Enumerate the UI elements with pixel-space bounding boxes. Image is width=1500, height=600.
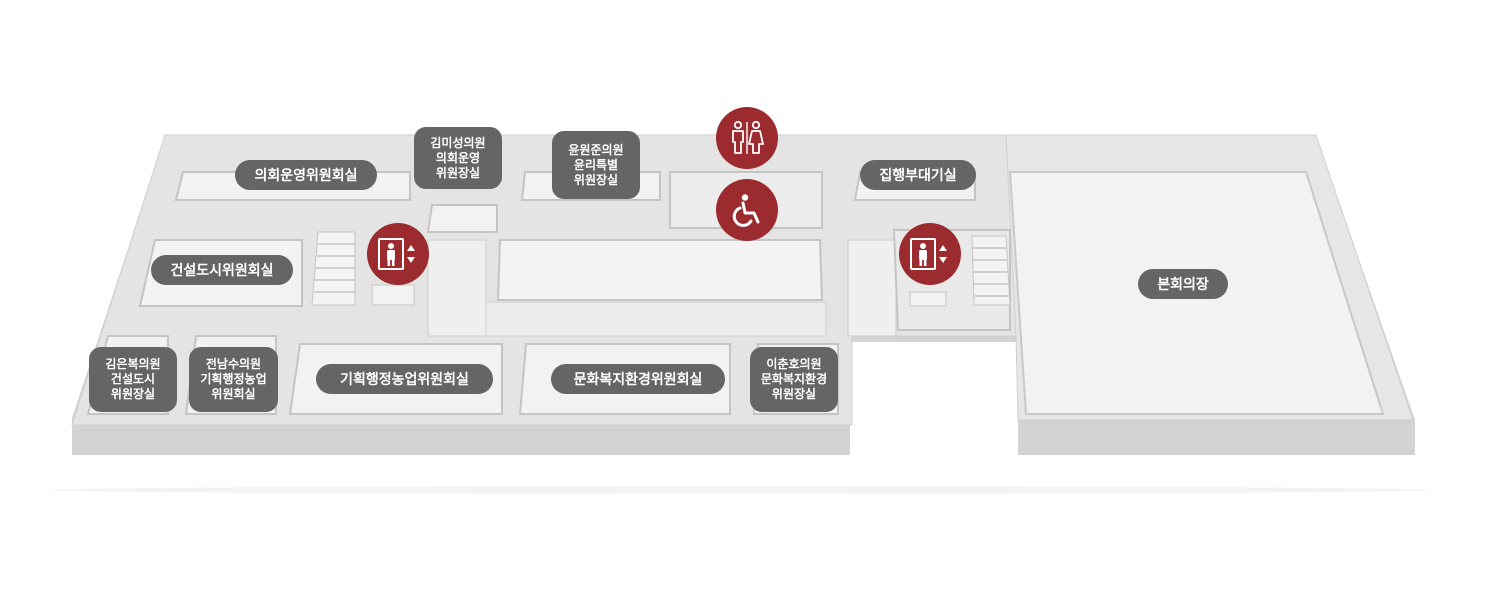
label-yoon-wonjun-office[interactable]: 윤원준의원 윤리특별 위원장실	[552, 131, 640, 199]
elevator-icon	[378, 238, 415, 270]
label-lee-chunho-office[interactable]: 이춘호의원 문화복지환경 위원장실	[750, 347, 838, 412]
label-culture-welfare-env-committee[interactable]: 문화복지환경위원회실	[551, 364, 725, 394]
central-block	[496, 239, 824, 301]
label-line: 이춘호의원	[766, 357, 822, 371]
label-jeon-namsu-office[interactable]: 전남수의원 기획행정농업 위원회실	[189, 347, 278, 412]
label-line: 위원장실	[573, 172, 619, 187]
label-kim-misung-office[interactable]: 김미성의원 의회운영 위원장실	[414, 127, 502, 189]
label-line: 위원장실	[435, 165, 481, 180]
corridor-west	[427, 239, 487, 337]
label-line: 윤원준의원	[568, 142, 624, 157]
label-executive-waiting-room[interactable]: 집행부대기실	[860, 160, 976, 190]
corridor-east	[847, 239, 897, 337]
label-line: 위원장실	[110, 387, 156, 401]
stairs-east	[971, 235, 1011, 306]
ground-shadow	[50, 486, 1430, 494]
elevator-east-marker[interactable]	[899, 223, 961, 285]
label-kim-eunbok-office[interactable]: 김은복의원 건설도시 위원장실	[89, 347, 177, 412]
elevator-shaft-east	[909, 291, 947, 307]
label-council-operation-committee[interactable]: 의회운영위원회실	[235, 160, 377, 190]
accessible-marker[interactable]	[716, 179, 778, 241]
label-line: 김미성의원	[430, 135, 486, 150]
restroom-marker[interactable]	[716, 107, 778, 169]
label-line: 전남수의원	[205, 357, 262, 371]
restroom-icon	[732, 120, 764, 154]
label-line: 건설도시	[110, 372, 156, 386]
label-line: 기획행정농업	[200, 372, 267, 386]
label-main-assembly-hall[interactable]: 본회의장	[1138, 269, 1228, 299]
label-line: 문화복지환경	[760, 372, 828, 386]
label-line: 김은복의원	[105, 357, 161, 371]
elevator-icon	[910, 238, 947, 270]
room-kim-misung	[426, 204, 498, 233]
label-line: 의회운영	[435, 150, 481, 165]
wheelchair-icon	[732, 194, 760, 227]
label-construction-city-committee[interactable]: 건설도시위원회실	[151, 255, 293, 285]
label-planning-admin-agri-committee[interactable]: 기획행정농업위원회실	[316, 364, 493, 394]
label-line: 윤리특별	[573, 157, 619, 172]
elevator-west-marker[interactable]	[367, 223, 429, 285]
corridor-center	[485, 301, 827, 337]
elevator-shaft-west	[371, 284, 415, 306]
label-line: 위원회실	[211, 387, 256, 401]
label-line: 위원장실	[771, 387, 817, 401]
